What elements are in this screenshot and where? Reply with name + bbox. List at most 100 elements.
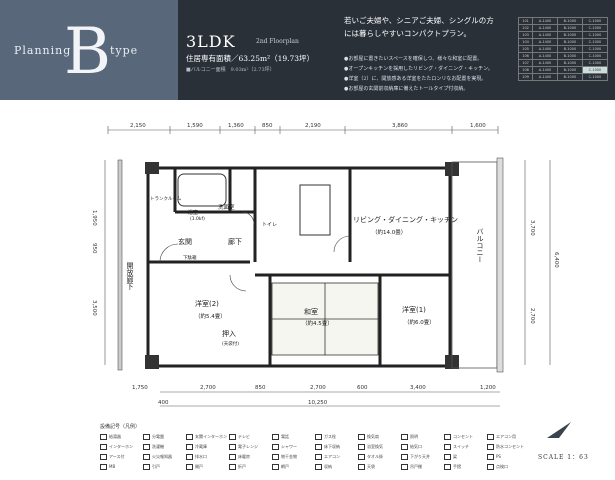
western2-size: （約5.4畳） (195, 312, 226, 320)
legend-item: タオル掛 (358, 454, 383, 460)
legend-item: 換気扇 (358, 434, 379, 440)
legend-item: 火災報知器 (143, 454, 172, 460)
dim-right: 2,700 (529, 308, 535, 324)
door-swings (159, 211, 351, 292)
dim-bottom: 3,400 (410, 385, 426, 391)
feature-item: ●お部屋の玄関前収納庫に備えたトールタイプ付収納。 (344, 86, 469, 92)
legend-item: 給湯器 (100, 434, 121, 440)
unit-cell: A-1400 (532, 52, 558, 60)
unit-cell: C-1000 (581, 31, 609, 39)
unit-cell: A-1400 (532, 45, 558, 53)
legend-item: アース付 (100, 454, 125, 460)
dim-bottom-total: 10,250 (308, 400, 328, 406)
legend-item: 浴室換気 (358, 444, 383, 450)
feature-item: ●オープンキッチンを採用したリビング・ダイニング・キッチン。 (344, 66, 493, 72)
washroom-label: 洗面室 (218, 203, 235, 211)
shoebox-label: 下駄箱 (183, 254, 197, 261)
legend-item: 防水コンセント (487, 444, 524, 450)
ldk-label: リビング・ダイニング・キッチン (353, 215, 458, 224)
legend-item: 電話 (272, 434, 289, 440)
balcony-area (451, 161, 498, 369)
legend-item: 玄関インターホン (186, 434, 227, 440)
dim-bottom: 850 (255, 385, 266, 391)
legend-item: 物干金物 (272, 454, 297, 460)
unit-cell: B-1000 (556, 59, 583, 67)
unit-cell: B-1000 (556, 73, 583, 81)
floor-area: 住居専有面積／63.25m²（19.73坪） (186, 54, 315, 63)
legend-item: 梁 (444, 454, 457, 460)
legend-item: 冷蔵庫 (186, 444, 207, 450)
legend-item: テレビ (229, 434, 250, 440)
legend-item: シャワー (272, 444, 297, 450)
balcony-rail (496, 157, 504, 373)
unit-cell: C-1000 (581, 59, 609, 67)
feature-list: ●お部屋に置きたいスペースを確保しつ、様々な和室に配置。 ●オープンキッチンを採… (344, 54, 494, 94)
dim-top: 1,360 (228, 123, 244, 129)
room-labels: トランクルーム 浴室 (1.0kf) 洗面室 トイレ 玄関 廊下 下駄箱 リビン… (126, 196, 484, 347)
corridor-label: 開放廊下 (126, 262, 134, 291)
unit-cell: C-1000 (581, 24, 609, 32)
legend-item: 給気口 (401, 444, 422, 450)
floor-plan: トランクルーム 浴室 (1.0kf) 洗面室 トイレ 玄関 廊下 下駄箱 リビン… (91, 123, 559, 407)
unit-cell: 104 (517, 38, 534, 46)
legend-item: PS (487, 454, 501, 460)
unit-cell: C-1000 (581, 52, 609, 60)
unit-cell: A-1400 (532, 17, 558, 25)
legend-item: 開戸 (186, 464, 203, 470)
equipment-legend: 設備記号（凡例） 給湯器分電盤玄関インターホンテレビ電話ガス栓換気扇照明コンセン… (100, 418, 530, 480)
wc-label: トイレ (262, 222, 277, 228)
unit-cell: B-1000 (556, 66, 583, 74)
dimension-lines (104, 126, 551, 407)
western1-size: （約6.0畳） (404, 318, 435, 326)
legend-item: MB (100, 464, 115, 470)
balcony-label: バルコニー (476, 228, 484, 263)
legend-item: インターホン (100, 444, 133, 450)
walls (146, 166, 452, 368)
entrance-label: 玄関 (178, 237, 192, 246)
legend-item: 電子レンジ (229, 444, 258, 450)
unit-cell: 105 (517, 45, 534, 53)
unit-cell: 101 (517, 17, 534, 25)
dim-bottom: 1,200 (480, 385, 496, 391)
unit-cell: B-1000 (556, 24, 583, 32)
dim-bottom: 2,700 (200, 385, 216, 391)
hall-label: 廊下 (228, 237, 242, 246)
unit-cell: C-1000 (581, 38, 609, 46)
unit-cell: B-1000 (556, 45, 583, 53)
legend-item: 引戸 (143, 464, 160, 470)
corridor-rail (117, 159, 123, 371)
dim-right: 3,700 (529, 220, 535, 236)
legend-item: 吊戸棚 (401, 464, 422, 470)
japanese-label: 和室 (304, 307, 318, 316)
legend-item: 収納 (315, 464, 332, 470)
unit-cell: 108 (517, 66, 534, 74)
dim-top: 1,590 (187, 123, 203, 129)
dim-bottom: 1,750 (132, 385, 148, 391)
dimension-labels: 2,150 1,590 1,360 850 2,190 3,860 1,600 … (91, 123, 559, 406)
dim-top: 3,860 (392, 123, 408, 129)
layout-title: 3LDK (186, 32, 236, 51)
unit-cell: 109 (517, 73, 534, 81)
legend-item: スイッチ (444, 444, 469, 450)
unit-cell: C-1000 (581, 66, 609, 74)
type-banner: Planning B type (0, 0, 178, 100)
tatami-room (271, 282, 379, 356)
kitchen-counter (299, 184, 331, 236)
dim-left: 3,500 (91, 300, 97, 316)
legend-item: 床下収納 (315, 444, 340, 450)
legend-item: コンセント (444, 434, 473, 440)
storage-label: トランクルーム (150, 196, 182, 202)
western2-label: 洋室(2) (195, 299, 219, 308)
bath-label: 浴室 (188, 209, 198, 216)
closet-label: 押入 (222, 329, 236, 338)
dim-top: 2,150 (130, 123, 146, 129)
legend-item: 手摺 (444, 464, 461, 470)
closet-sub: (天袋付) (222, 340, 239, 347)
unit-cell: 102 (517, 24, 534, 32)
